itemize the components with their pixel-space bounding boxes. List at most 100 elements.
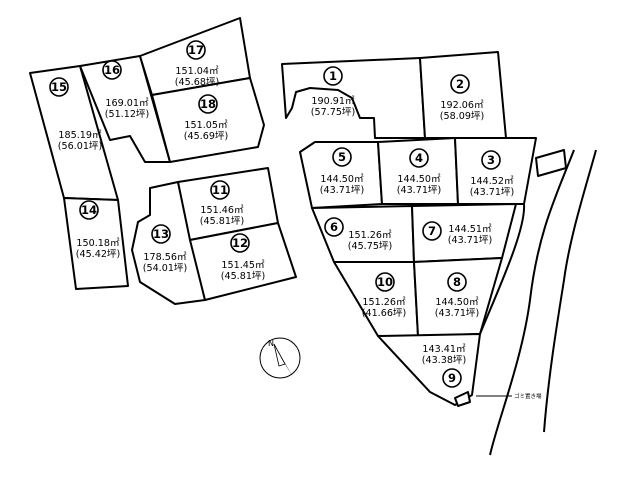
lot-14-number-badge (79, 200, 99, 220)
lot-13-label: 13 178.56㎡(54.01坪) (143, 224, 188, 274)
lot-11-label: 11 151.46㎡(45.81坪) (200, 180, 245, 227)
lot-12-tsubo: (45.81坪) (221, 270, 266, 282)
lot-11-tsubo: (45.81坪) (200, 215, 245, 227)
lot-15-tsubo: (56.01坪) (58, 140, 103, 152)
lot-16-area: 169.01㎡ (105, 98, 149, 109)
lot-2-number: 2 (456, 77, 464, 91)
lot-12-area: 151.45㎡ (221, 260, 265, 271)
road-lines (476, 149, 597, 456)
lot-16-label: 16 169.01㎡(51.12坪) (102, 60, 150, 120)
lot-9-area: 143.41㎡ (422, 344, 466, 355)
lot-3-number: 3 (487, 153, 495, 167)
lot-9-tsubo: (43.38坪) (422, 354, 467, 366)
lot-1-number-badge (323, 66, 343, 86)
lot-3-area: 144.52㎡ (470, 176, 514, 187)
lot-13-tsubo: (54.01坪) (143, 262, 188, 274)
lot-7-number-badge (422, 221, 442, 241)
lot-4-label: 4 144.50㎡(43.71坪) (397, 148, 442, 196)
lot-1-label: 1 190.91㎡(57.75坪) (311, 66, 356, 118)
lot-1-area: 190.91㎡ (311, 96, 355, 107)
lot-7-number: 7 (428, 224, 436, 238)
left-block (29, 17, 265, 290)
lot-18-shape[interactable] (151, 77, 265, 163)
lot-9-number-badge (442, 368, 462, 388)
lot-2-area: 192.06㎡ (440, 100, 484, 111)
lot-1-tsubo: (57.75坪) (311, 106, 356, 118)
lot-15-number-badge (49, 77, 69, 97)
lot-5-area: 144.50㎡ (320, 174, 364, 185)
lot-17-tsubo: (45.68坪) (175, 76, 220, 88)
lot-6-tsubo: (45.75坪) (348, 240, 393, 252)
lot-12-label: 12 151.45㎡(45.81坪) (221, 233, 266, 282)
lot-3-tsubo: (43.71坪) (470, 186, 515, 198)
north-label: N (268, 339, 274, 348)
lot-2-tsubo: (58.09坪) (440, 110, 485, 122)
lot-13-number-badge (151, 224, 171, 244)
lot-17-number-badge (186, 40, 206, 60)
lot-14-number: 14 (81, 203, 97, 217)
lot-9-number: 9 (448, 371, 456, 385)
lot-5-tsubo: (43.71坪) (320, 184, 365, 196)
lot-7-tsubo: (43.71坪) (448, 234, 493, 246)
lot-15-number: 15 (51, 80, 67, 94)
lot-14-label: 14 150.18㎡(45.42坪) (76, 200, 121, 260)
lot-8-tsubo: (43.71坪) (435, 307, 480, 319)
lot-18-label: 18 151.05㎡(45.69坪) (184, 94, 229, 142)
lot-11-number-badge (210, 180, 230, 200)
lot-14-area: 150.18㎡ (76, 238, 120, 249)
lot-3-number-badge (481, 150, 501, 170)
lot-8-number-badge (447, 272, 467, 292)
lot-2-label: 2 192.06㎡(58.09坪) (440, 74, 485, 122)
lot-4-number: 4 (415, 151, 423, 165)
lot-18-number-badge (198, 94, 218, 114)
lot-16-tsubo: (51.12坪) (105, 108, 150, 120)
lot-16-number: 16 (104, 63, 120, 77)
lot-4-number-badge (409, 148, 429, 168)
lot-18-area: 151.05㎡ (184, 120, 228, 131)
lot-5-number: 5 (338, 150, 346, 164)
lot-10-number: 10 (377, 275, 393, 289)
lot-6-area: 151.26㎡ (348, 230, 392, 241)
lot-5-number-badge (332, 147, 352, 167)
lot-7-label: 7 144.51㎡(43.71坪) (422, 221, 493, 246)
lot-11-area: 151.46㎡ (200, 205, 244, 216)
lot-12-shape[interactable] (189, 222, 297, 301)
lot-10-number-badge (375, 272, 395, 292)
lot-6-number-badge (324, 217, 344, 237)
lot-18-number: 18 (200, 97, 216, 111)
lot-15-label: 15 185.19㎡(56.01坪) (49, 77, 103, 152)
lot-8-number: 8 (453, 275, 461, 289)
lot-4-area: 144.50㎡ (397, 174, 441, 185)
lot-14-shape[interactable] (63, 197, 129, 290)
lot-12-number: 12 (232, 236, 248, 250)
lot-11-number: 11 (212, 183, 228, 197)
lot-13-area: 178.56㎡ (143, 252, 187, 263)
lot-6-number: 6 (330, 220, 338, 234)
middle-block (131, 167, 297, 305)
lot-13-number: 13 (153, 227, 169, 241)
lot-1-number: 1 (329, 69, 337, 83)
lot-9-label: 9 143.41㎡(43.38坪) (422, 344, 467, 388)
lot-2-shape[interactable] (419, 51, 507, 139)
corner-tab-shape (535, 149, 567, 177)
lot-3-label: 3 144.52㎡(43.71坪) (470, 150, 515, 198)
lot-16-number-badge (102, 60, 122, 80)
lot-labels: 1 190.91㎡(57.75坪) 2 192.06㎡(58.09坪) 3 144.52㎡… (49, 40, 515, 388)
lot-18-tsubo: (45.69坪) (184, 130, 229, 142)
lot-4-tsubo: (43.71坪) (397, 184, 442, 196)
lot-15-area: 185.19㎡ (58, 130, 102, 141)
right-block (281, 51, 567, 407)
lot-12-number-badge (230, 233, 250, 253)
lot-6-label: 6 151.26㎡(45.75坪) (324, 217, 393, 252)
lot-14-tsubo: (45.42坪) (76, 248, 121, 260)
garbage-area-shape (454, 391, 471, 407)
garbage-area-note: ゴミ置き場 (514, 392, 542, 400)
lot-7-area: 144.51㎡ (448, 224, 492, 235)
lot-17-number: 17 (188, 43, 204, 57)
lot-5-label: 5 144.50㎡(43.71坪) (320, 147, 365, 196)
lot-2-number-badge (450, 74, 470, 94)
lot-10-area: 151.26㎡ (362, 297, 406, 308)
